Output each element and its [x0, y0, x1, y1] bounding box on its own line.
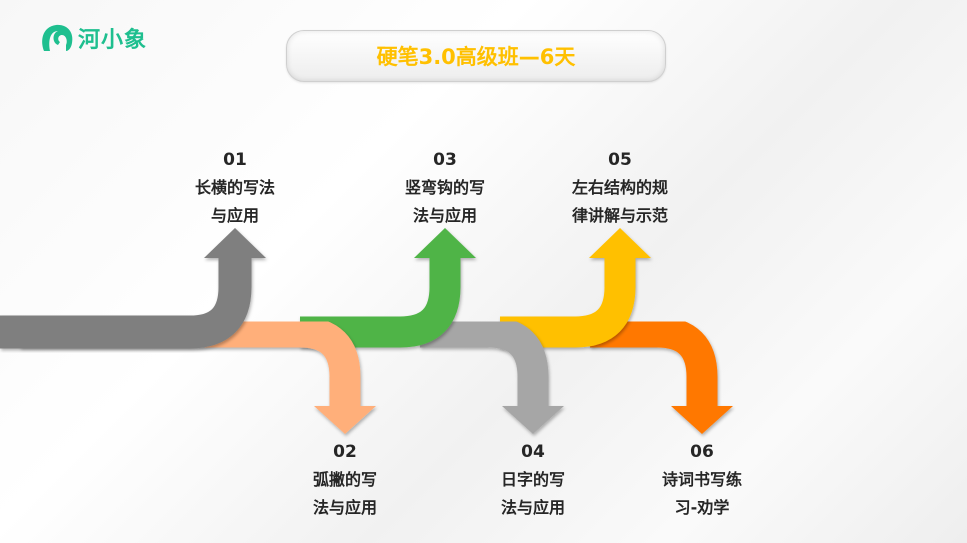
step-label-02: 02 弧撇的写法与应用 — [275, 438, 415, 522]
logo-text: 河小象 — [78, 28, 148, 53]
arrow-shaft — [20, 316, 361, 406]
title-banner: 硬笔3.0高级班—6天 — [286, 30, 666, 82]
step-title-line: 与应用 — [210, 206, 259, 225]
step-number: 03 — [433, 150, 457, 170]
step-number: 05 — [608, 150, 632, 170]
step-title-line: 法与应用 — [312, 498, 377, 517]
arrow-shaft — [420, 316, 549, 406]
step-number: 04 — [521, 442, 545, 462]
arrow-shaft — [500, 258, 636, 348]
arrow-step-06 — [590, 316, 733, 434]
arrow-up-icon — [414, 228, 476, 258]
step-title-line: 法与应用 — [412, 206, 477, 225]
step-title-line: 竖弯钩的写 — [404, 178, 485, 197]
step-title-line: 左右结构的规 — [571, 178, 668, 197]
step-label-05: 05 左右结构的规律讲解与示范 — [550, 146, 690, 230]
step-label-06: 06 诗词书写练习-劝学 — [632, 438, 772, 522]
arrow-up-icon — [204, 228, 266, 258]
step-title-line: 长横的写法 — [194, 178, 275, 197]
arrow-shaft — [590, 316, 718, 406]
arrow-shaft — [300, 258, 461, 348]
step-number: 06 — [690, 442, 714, 462]
step-label-04: 04 日字的写法与应用 — [463, 438, 603, 522]
arrow-step-03 — [300, 228, 476, 348]
step-label-03: 03 竖弯钩的写法与应用 — [375, 146, 515, 230]
arrow-down-icon — [314, 406, 376, 434]
logo: 河小象 — [40, 22, 147, 54]
step-title-line: 弧撇的写 — [312, 470, 377, 489]
arrow-down-icon — [502, 406, 564, 434]
step-number: 02 — [333, 442, 357, 462]
page-title: 硬笔3.0高级班—6天 — [376, 45, 576, 69]
arrow-step-01 — [0, 228, 266, 349]
arrow-shaft — [0, 258, 252, 349]
arrow-step-04 — [420, 316, 564, 434]
arrow-down-icon — [671, 406, 733, 434]
elephant-logo-icon — [42, 24, 73, 51]
arrow-up-icon — [589, 228, 651, 258]
step-title-line: 法与应用 — [500, 498, 565, 517]
step-number: 01 — [223, 150, 247, 170]
arrow-step-02 — [20, 316, 376, 434]
step-title-line: 律讲解与示范 — [571, 206, 668, 225]
arrow-step-05 — [500, 228, 651, 348]
step-title-line: 日字的写 — [500, 470, 565, 489]
step-title-line: 诗词书写练 — [661, 470, 742, 489]
step-title-line: 习-劝学 — [674, 498, 730, 517]
step-label-01: 01 长横的写法与应用 — [165, 146, 305, 230]
